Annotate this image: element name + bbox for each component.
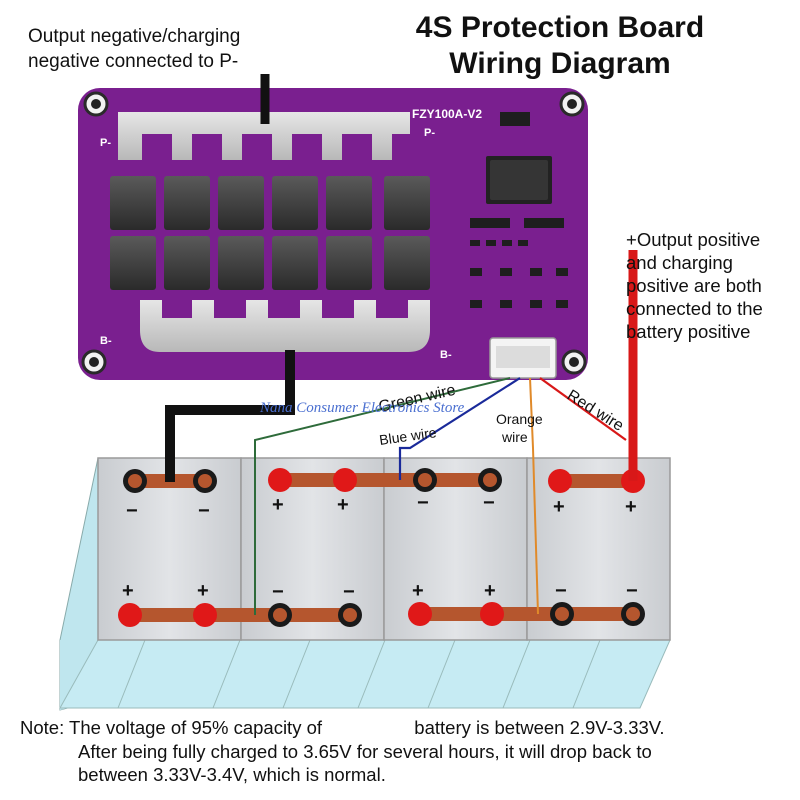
store-watermark: Nana Consumer Electronics Store xyxy=(259,400,465,416)
board-label-p-right: P- xyxy=(424,127,435,139)
orange-wire xyxy=(529,377,539,615)
svg-text:+: + xyxy=(412,580,424,602)
positive-note-line-4: connected to the xyxy=(626,298,763,319)
battery-pack: − − + + − − + + + + − − + + − − xyxy=(59,457,671,711)
svg-text:−: − xyxy=(272,581,284,603)
protection-board: FZY100A-V2 P- P- B- B- xyxy=(78,88,588,380)
board-label-b-left: B- xyxy=(100,335,112,347)
svg-text:+: + xyxy=(272,494,284,516)
orange-wire-label-2: wire xyxy=(501,429,528,445)
board-label-b-right: B- xyxy=(440,349,452,361)
note-line-1b: battery is between 2.9V-3.33V. xyxy=(414,717,665,738)
svg-text:−: − xyxy=(343,581,355,603)
note-line-3: between 3.33V-3.4V, which is normal. xyxy=(78,764,386,785)
smd-components xyxy=(470,112,568,308)
svg-text:−: − xyxy=(198,500,210,522)
positive-note-line-2: and charging xyxy=(626,252,733,273)
svg-text:+: + xyxy=(625,496,637,518)
svg-text:+: + xyxy=(197,580,209,602)
red-wire-label: Red wire xyxy=(564,387,627,435)
board-label-p-left: P- xyxy=(100,137,111,149)
positive-output-note: +Output positive and charging positive a… xyxy=(626,228,763,343)
note-prefix: Note: xyxy=(20,717,65,738)
polarity-signs: − − + + − − + + + + − − + + − − xyxy=(122,492,638,603)
svg-text:−: − xyxy=(626,580,638,602)
diagram-title: 4S Protection Board Wiring Diagram xyxy=(370,10,750,82)
terminals-top xyxy=(123,468,645,493)
p-minus-pad xyxy=(118,112,410,160)
svg-text:+: + xyxy=(553,496,565,518)
black-b-minus-wire xyxy=(165,350,295,482)
board-model-label: FZY100A-V2 xyxy=(412,107,482,121)
terminals-bottom xyxy=(118,602,645,627)
svg-text:−: − xyxy=(555,580,567,602)
blue-wire-label: Blue wire xyxy=(378,424,437,448)
b-minus-pad xyxy=(140,300,430,352)
battery-base xyxy=(59,639,671,709)
svg-text:+: + xyxy=(484,580,496,602)
note-line-2: After being fully charged to 3.65V for s… xyxy=(78,740,652,762)
svg-text:+: + xyxy=(122,580,134,602)
svg-text:+: + xyxy=(337,494,349,516)
negative-note-line-2: negative connected to P- xyxy=(28,51,239,72)
svg-text:−: − xyxy=(417,492,429,514)
title-line-1: 4S Protection Board xyxy=(415,11,705,44)
negative-note-line-1: Output negative/charging xyxy=(28,26,241,47)
blue-wire xyxy=(398,377,521,480)
negative-output-note: Output negative/charging negative connec… xyxy=(28,24,240,74)
positive-note-line-1: Output positive xyxy=(636,229,761,250)
green-wire xyxy=(254,377,511,615)
title-line-2: Wiring Diagram xyxy=(449,47,671,80)
red-sense-wire xyxy=(539,377,627,441)
positive-plus-sign: + xyxy=(626,229,637,250)
mosfet-array xyxy=(110,176,430,290)
positive-note-line-5: battery positive xyxy=(626,321,751,342)
orange-wire-label-1: Orange xyxy=(496,411,543,427)
svg-text:−: − xyxy=(483,492,495,514)
svg-text:−: − xyxy=(126,500,138,522)
positive-note-line-3: positive are both xyxy=(626,275,762,296)
voltage-note: Note: The voltage of 95% capacity of bat… xyxy=(20,716,790,787)
note-line-1a: The voltage of 95% capacity of xyxy=(69,717,323,738)
mounting-holes xyxy=(81,91,587,375)
